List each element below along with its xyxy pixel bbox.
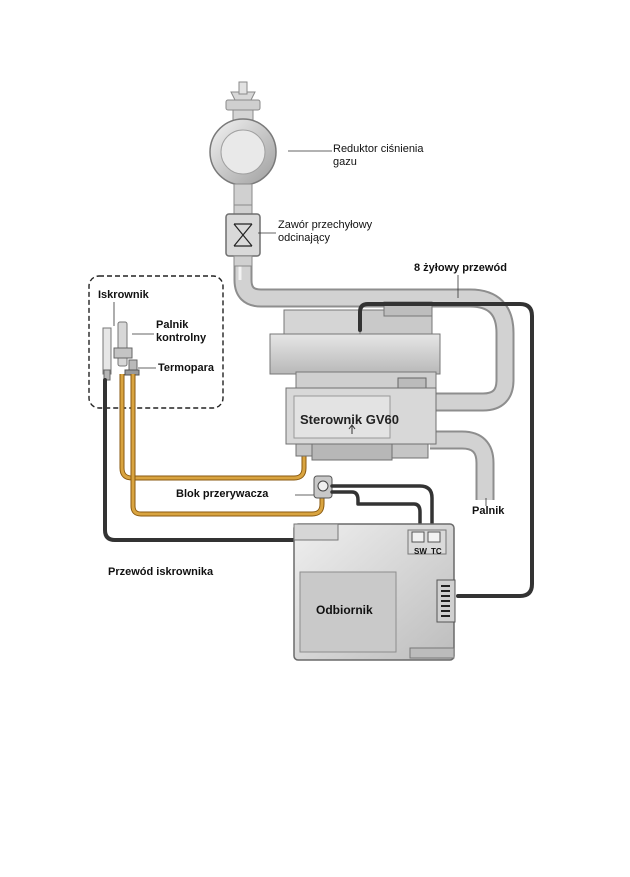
controller-label: Sterownik GV60 [300,413,399,426]
pilot-burner-label-line2: kontrolny [156,332,206,345]
pilot-burner-label-line1: Palnik [156,319,206,332]
valve-label-line1: Zawór przechyłowy [278,219,372,232]
gas-controller-body [270,302,440,460]
regulator-label-line2: gazu [333,156,424,169]
pilot-burner-label: Palnik kontrolny [156,319,206,345]
igniter-cable-label: Przewód iskrownika [108,566,213,579]
regulator-label-line1: Reduktor ciśnienia [333,143,424,156]
valve-label: Zawór przechyłowy odcinający [278,219,372,245]
burner-pipe [430,440,485,500]
tc-terminal-label: TC [431,545,442,558]
valve-label-line2: odcinający [278,232,372,245]
interrupter-block-label: Blok przerywacza [176,488,268,501]
thermocouple-label: Termopara [158,362,214,375]
pressure-regulator [210,82,276,208]
tilt-shutoff-valve [226,205,260,266]
sw-terminal-label: SW [414,545,427,558]
pilot-assembly [103,322,139,380]
regulator-label: Reduktor ciśnienia gazu [333,143,424,169]
cable-8wire-label: 8 żyłowy przewód [414,262,507,275]
igniter-label: Iskrownik [98,289,149,302]
interrupter-block-part [314,476,332,498]
receiver-label: Odbiornik [316,604,373,617]
burner-label: Palnik [472,505,504,518]
